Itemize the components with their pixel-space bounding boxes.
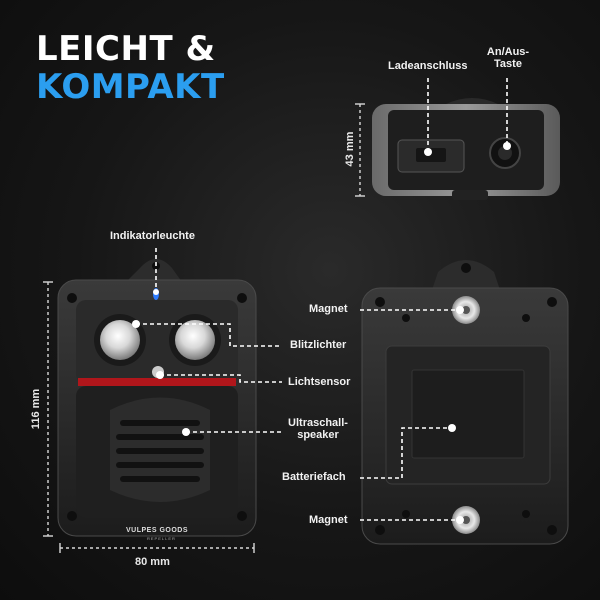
dimension-lines — [47, 104, 361, 549]
label-magnet-bottom: Magnet — [309, 514, 348, 526]
label-ultrasonic-line1: Ultraschall- — [288, 417, 348, 429]
label-ultrasonic-speaker: Ultraschall- speaker — [284, 417, 352, 441]
dimension-height-top: 43 mm — [344, 131, 356, 167]
label-flash-lights: Blitzlichter — [290, 339, 347, 351]
headline: LEICHT & KOMPAKT — [36, 30, 225, 106]
label-power-button-line2: Taste — [494, 58, 522, 70]
label-battery-compartment: Batteriefach — [282, 471, 346, 483]
back-view-device — [361, 260, 569, 545]
callout-dots — [132, 142, 511, 524]
product-brand: VULPES GOODS — [126, 527, 189, 534]
front-view-device — [57, 259, 257, 537]
label-power-button-line1: An/Aus- — [486, 46, 530, 58]
dimension-width-front: 80 mm — [135, 556, 170, 568]
label-indicator-light: Indikatorleuchte — [110, 230, 195, 242]
label-magnet-top: Magnet — [309, 303, 348, 315]
label-power-button: An/Aus- Taste — [482, 46, 534, 70]
label-light-sensor: Lichtsensor — [288, 376, 351, 388]
label-ultrasonic-line2: speaker — [297, 429, 339, 441]
callout-lines — [136, 78, 508, 521]
top-view-device — [372, 98, 560, 200]
label-charging-port: Ladeanschluss — [388, 60, 468, 72]
headline-line2: KOMPAKT — [36, 67, 225, 107]
dimension-height-front: 116 mm — [30, 388, 42, 430]
headline-line1: LEICHT & — [36, 29, 216, 69]
product-subtitle: REPELLER — [147, 536, 176, 541]
dimension-ticks — [43, 103, 365, 553]
